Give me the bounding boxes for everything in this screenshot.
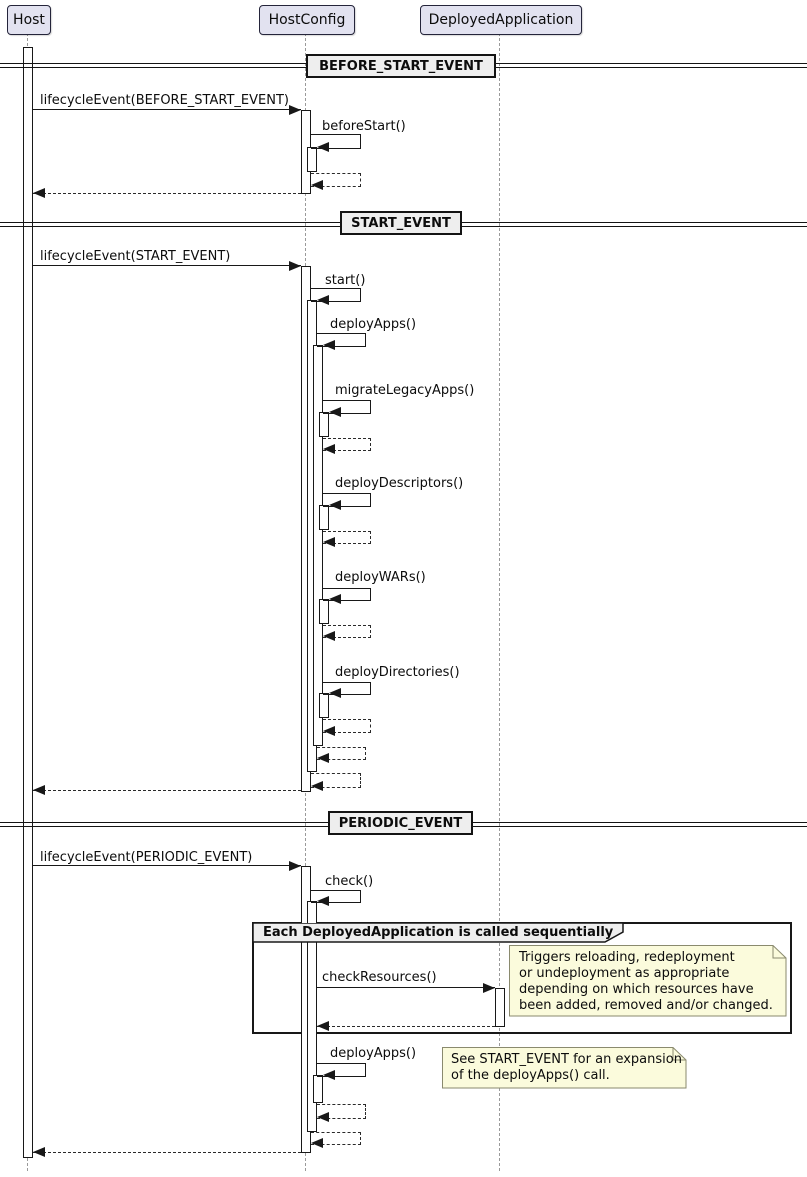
participant-hostconfig: HostConfig [259, 5, 355, 35]
message-migratelegacyapps: migrateLegacyApps() [335, 383, 475, 398]
message-start: start() [325, 273, 366, 288]
return-line [323, 625, 371, 638]
arrowhead [289, 105, 301, 115]
activation-bar [319, 505, 329, 530]
arrowhead [317, 1112, 329, 1122]
return-line [33, 193, 301, 194]
arrowhead [323, 537, 335, 547]
note-deploy-apps: See START_EVENT for an expansion of the … [451, 1052, 682, 1083]
divider-start-event: START_EVENT [340, 211, 462, 235]
activation-bar-host [23, 47, 33, 1158]
arrowhead [289, 861, 301, 871]
arrowhead [317, 295, 329, 305]
return-line [323, 531, 371, 544]
message-line [33, 109, 301, 110]
participant-hostconfig-label: HostConfig [268, 12, 346, 28]
arrowhead [289, 261, 301, 271]
message-deployapps-start: deployApps() [330, 317, 417, 332]
note-check-resources: Triggers reloading, redeployment or unde… [519, 950, 773, 1013]
self-call-line [323, 682, 371, 695]
activation-bar [313, 345, 323, 746]
arrowhead [317, 1021, 329, 1031]
return-line [317, 1104, 366, 1119]
arrowhead [323, 340, 335, 350]
return-line [311, 1132, 361, 1145]
return-line [33, 1152, 301, 1153]
arrowhead [33, 188, 45, 198]
message-check: check() [325, 874, 374, 889]
activation-bar [307, 147, 317, 172]
note-check-resources-shape [509, 945, 787, 1017]
message-beforestart: beforeStart() [322, 119, 406, 134]
return-line [323, 438, 371, 451]
arrowhead [329, 594, 341, 604]
divider-label: START_EVENT [351, 215, 451, 231]
participant-deployedapplication-label: DeployedApplication [428, 12, 574, 28]
return-line [33, 790, 301, 791]
activation-bar [319, 412, 329, 437]
activation-bar-deployedapplication [495, 988, 505, 1027]
arrowhead [311, 180, 323, 190]
self-call-line [311, 890, 361, 903]
self-call-line [317, 333, 366, 347]
message-checkresources: checkResources() [322, 970, 437, 985]
self-call-line [323, 400, 371, 414]
group-header [253, 923, 624, 943]
arrowhead [323, 444, 335, 454]
arrowhead [323, 726, 335, 736]
return-line [311, 773, 361, 788]
group-title: Each DeployedApplication is called seque… [263, 925, 614, 940]
note-deploy-apps-shape [442, 1047, 687, 1089]
self-call-line [323, 493, 371, 507]
arrowhead [33, 1147, 45, 1157]
self-call-line [317, 1063, 366, 1077]
arrowhead [323, 631, 335, 641]
self-call-line [311, 134, 361, 149]
message-deploywars: deployWARs() [335, 570, 426, 585]
activation-bar [313, 1075, 323, 1103]
divider-label: PERIODIC_EVENT [338, 815, 463, 831]
divider-before-start-event: BEFORE_START_EVENT [306, 54, 496, 78]
return-line [311, 173, 361, 187]
lifeline-deployedapplication [499, 33, 500, 1171]
divider-label: BEFORE_START_EVENT [319, 58, 483, 74]
arrowhead [311, 781, 323, 791]
return-line [317, 1026, 495, 1027]
message-line [33, 265, 301, 266]
arrowhead [317, 753, 329, 763]
message-deployapps-periodic: deployApps() [330, 1046, 417, 1061]
activation-bar [307, 901, 317, 1132]
message-line [33, 865, 301, 866]
arrowhead [33, 785, 45, 795]
self-call-line [311, 288, 361, 302]
self-call-line [323, 588, 371, 601]
message-deploydescriptors: deployDescriptors() [335, 476, 464, 491]
arrowhead [483, 983, 495, 993]
arrowhead [317, 896, 329, 906]
activation-bar [319, 599, 329, 624]
return-line [317, 747, 366, 760]
message-lifecycle-periodic: lifecycleEvent(PERIODIC_EVENT) [40, 850, 253, 865]
arrowhead [323, 1070, 335, 1080]
participant-host: Host [7, 5, 51, 35]
message-lifecycle-start: lifecycleEvent(START_EVENT) [40, 249, 231, 264]
message-deploydirectories: deployDirectories() [335, 665, 460, 680]
arrowhead [329, 500, 341, 510]
message-line [317, 987, 495, 988]
activation-bar [319, 693, 329, 718]
participant-host-label: Host [13, 12, 45, 28]
arrowhead [329, 688, 341, 698]
message-lifecycle-before-start: lifecycleEvent(BEFORE_START_EVENT) [40, 93, 289, 108]
return-line [323, 719, 371, 733]
arrowhead [329, 407, 341, 417]
arrowhead [317, 142, 329, 152]
arrowhead [311, 1138, 323, 1148]
divider-periodic-event: PERIODIC_EVENT [328, 811, 473, 835]
participant-deployedapplication: DeployedApplication [420, 5, 582, 35]
